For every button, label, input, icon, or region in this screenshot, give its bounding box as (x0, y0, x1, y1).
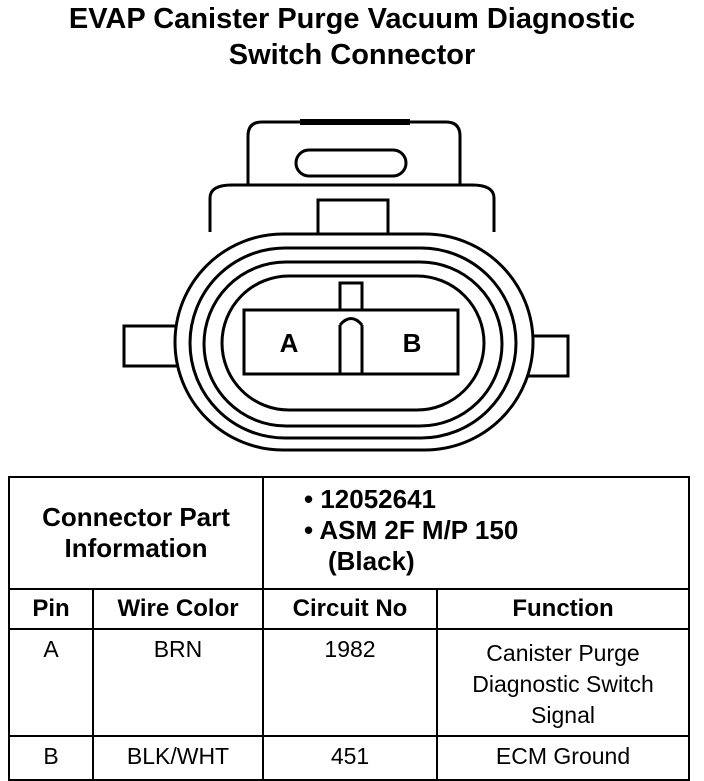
row-b-function: ECM Ground (435, 735, 691, 781)
connector-info-table: Connector Part Information • 12052641 • … (8, 476, 691, 781)
connector-color: (Black) (328, 546, 415, 576)
tab-slot (294, 148, 408, 178)
header-circuit-no: Circuit No (262, 588, 438, 630)
part-info-label-line-1: Connector Part (42, 502, 230, 532)
outer-shell (173, 232, 535, 452)
left-ear (122, 324, 182, 368)
header-wire-color: Wire Color (92, 588, 264, 630)
part-info-label: Connector Part Information (8, 476, 264, 590)
housing-shoulder (208, 183, 496, 232)
row-a-function: Canister Purge Diagnostic Switch Signal (435, 628, 691, 737)
table-header-row: Pin Wire Color Circuit No Function (8, 588, 691, 630)
part-info-values: • 12052641 • ASM 2F M/P 150 (Black) (261, 476, 691, 590)
row-a-function-text: Canister Purge Diagnostic Switch Signal (472, 640, 654, 728)
diagram-title-line-2: Switch Connector (228, 39, 476, 71)
table-row: B BLK/WHT 451 ECM Ground (8, 735, 691, 781)
seal-ring-middle (202, 260, 504, 428)
header-pin: Pin (8, 588, 94, 630)
latch-neck (316, 198, 390, 236)
pin-a-label: A (280, 328, 299, 358)
row-a-pin: A (8, 628, 94, 737)
part-info-row: Connector Part Information • 12052641 • … (8, 476, 691, 590)
seal-ring-inner (220, 274, 486, 412)
part-number-2: • ASM 2F M/P 150 (304, 515, 519, 545)
row-b-circuit: 451 (262, 735, 438, 781)
center-key (338, 281, 364, 310)
seal-ring-outer (188, 246, 518, 440)
part-info-label-line-2: Information (64, 533, 208, 563)
part-number-1: • 12052641 (304, 484, 437, 514)
diagram-title-line-1: EVAP Canister Purge Vacuum Diagnostic (68, 3, 636, 35)
row-b-pin: B (8, 735, 94, 781)
terminal-cavity (242, 308, 460, 376)
header-function: Function (435, 588, 691, 630)
connector-drawing: A B (122, 119, 570, 452)
row-a-circuit: 1982 (262, 628, 438, 737)
row-b-wire-color: BLK/WHT (92, 735, 264, 781)
row-a-wire-color: BRN (92, 628, 264, 737)
pin-b-label: B (403, 328, 422, 358)
table-row: A BRN 1982 Canister Purge Diagnostic Swi… (8, 628, 691, 737)
